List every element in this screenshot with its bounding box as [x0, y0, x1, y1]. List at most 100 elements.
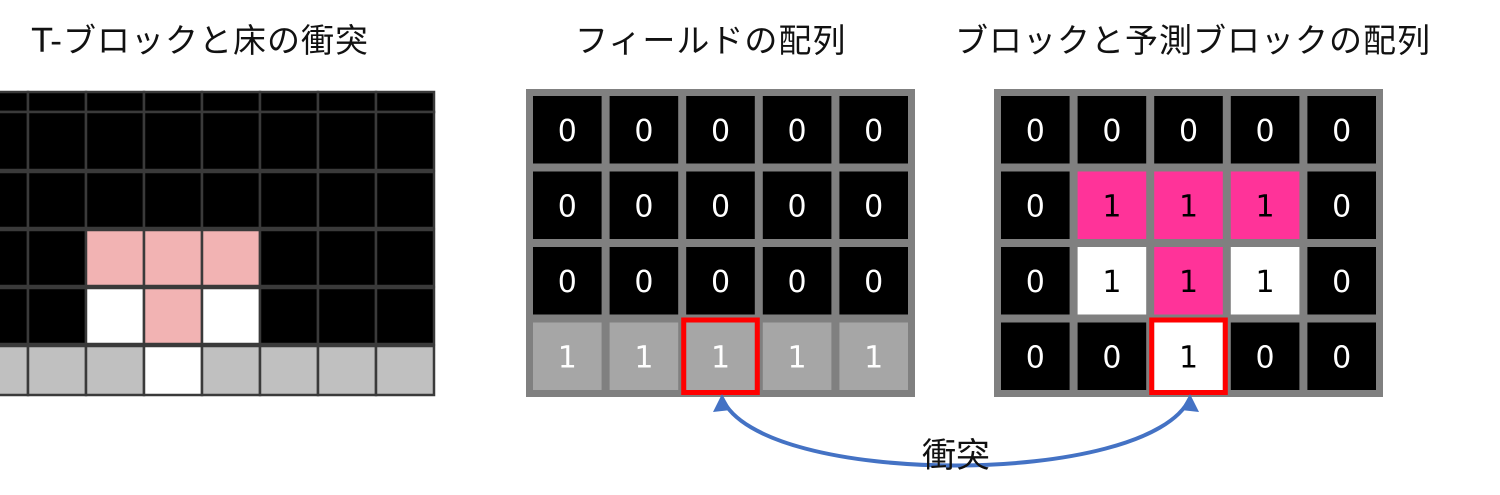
board-cell	[84, 344, 146, 397]
array-cell	[1230, 247, 1300, 315]
board-cell	[200, 228, 262, 288]
array-cell-value: 1	[864, 340, 883, 375]
board-cell	[374, 228, 436, 288]
array-cell	[1307, 96, 1376, 164]
array-cell	[533, 322, 602, 390]
array-cell-value: 1	[1256, 265, 1275, 300]
field-array-title: フィールドの配列	[575, 21, 847, 60]
array-cell	[1001, 171, 1070, 239]
array-cell-value: 0	[1256, 114, 1275, 149]
collision-arrow	[720, 397, 1192, 468]
array-cell	[1154, 247, 1223, 315]
array-cell-value: 0	[1256, 340, 1275, 375]
array-cell	[1001, 322, 1070, 390]
array-cell	[762, 322, 832, 390]
array-cell	[533, 96, 602, 164]
board-cell	[200, 90, 262, 114]
array-cell	[533, 171, 602, 239]
array-cell-value: 1	[788, 340, 807, 375]
array-cell	[1077, 322, 1147, 390]
board-cell	[316, 110, 378, 172]
array-cell	[686, 96, 755, 164]
board-cell	[258, 286, 320, 346]
array-cell	[762, 96, 832, 164]
board-cell	[84, 170, 146, 230]
array-cell-value: 0	[788, 114, 807, 149]
array-cell-value: 0	[788, 189, 807, 224]
board-cell	[84, 228, 146, 288]
board-cell	[0, 344, 30, 397]
array-cell	[533, 247, 602, 315]
board-cell	[26, 90, 88, 114]
board-cell	[0, 170, 30, 230]
board-cell	[26, 286, 88, 346]
board-cell	[142, 228, 204, 288]
array-cell-value: 1	[634, 340, 653, 375]
array-cell-value: 1	[1102, 189, 1121, 224]
array-cell	[839, 96, 908, 164]
array-cell	[686, 247, 755, 315]
array-cell	[839, 171, 908, 239]
array-cell-value: 0	[634, 189, 653, 224]
array-cell	[1077, 171, 1147, 239]
array-cell	[1154, 322, 1223, 390]
array-cell	[1154, 96, 1223, 164]
array-cell-value: 0	[558, 265, 577, 300]
array-cell	[1230, 171, 1300, 239]
board-cell	[258, 90, 320, 114]
board-cell	[316, 228, 378, 288]
array-cell-value: 0	[1332, 189, 1351, 224]
board-cell	[374, 286, 436, 346]
array-cell	[686, 171, 755, 239]
board-cell	[84, 90, 146, 114]
array-cell-value: 0	[1026, 114, 1045, 149]
board-cell	[0, 228, 30, 288]
array-cell-value: 0	[711, 265, 730, 300]
arrowhead-left-icon	[713, 394, 731, 412]
collision-label: 衝突	[922, 436, 990, 476]
arrowhead-right-icon	[1181, 394, 1199, 412]
board-cell	[374, 110, 436, 172]
board-cell	[200, 286, 262, 346]
array-cell	[686, 322, 755, 390]
board-cell	[26, 110, 88, 172]
board-cell	[374, 170, 436, 230]
array-cell-value: 0	[1332, 114, 1351, 149]
board-cell	[258, 110, 320, 172]
array-cell	[1307, 247, 1376, 315]
array-cell	[762, 171, 832, 239]
array-cell	[1077, 96, 1147, 164]
board-cell	[316, 286, 378, 346]
array-cell-value: 0	[634, 265, 653, 300]
array-cell-value: 1	[1256, 189, 1275, 224]
board-cell	[374, 344, 436, 397]
array-cell-value: 0	[558, 189, 577, 224]
array-cell-value: 0	[711, 189, 730, 224]
board-cell	[258, 344, 320, 397]
array-cell-value: 1	[558, 340, 577, 375]
array-cell-value: 0	[1102, 114, 1121, 149]
array-cell	[1154, 171, 1223, 239]
board-cell	[316, 90, 378, 114]
array-cell-value: 1	[1179, 189, 1198, 224]
array-cell	[839, 322, 908, 390]
array-cell	[1307, 322, 1376, 390]
board-cell	[374, 90, 436, 114]
array-cell-value: 0	[1026, 265, 1045, 300]
board-cell	[26, 228, 88, 288]
board-cell	[142, 90, 204, 114]
array-cell-value: 0	[864, 189, 883, 224]
array-cell-value: 0	[711, 114, 730, 149]
board-cell	[200, 110, 262, 172]
board-cell	[0, 110, 30, 172]
board-cell	[316, 170, 378, 230]
array-cell	[609, 171, 679, 239]
predicted-array-title: ブロックと予測ブロックの配列	[955, 21, 1431, 60]
board-cell	[26, 170, 88, 230]
array-cell	[762, 247, 832, 315]
board-cell	[26, 344, 88, 397]
array-cell-value: 1	[711, 340, 730, 375]
